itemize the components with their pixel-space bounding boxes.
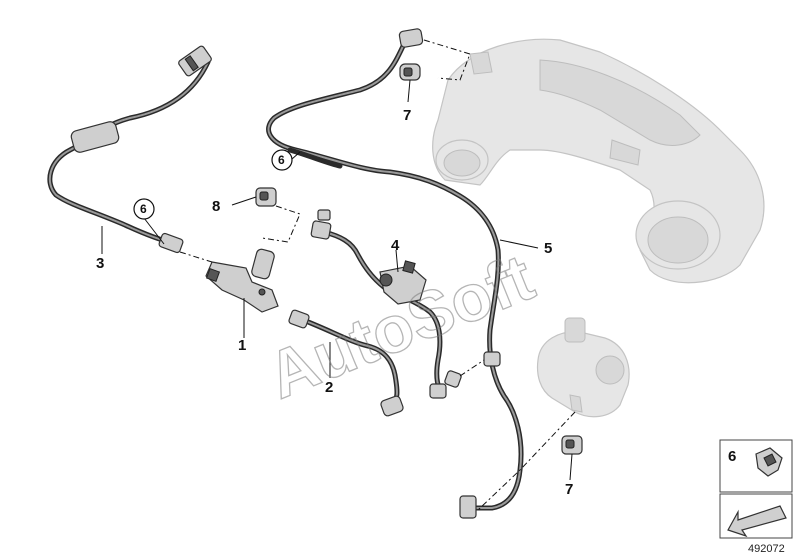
clamp-7-top — [399, 63, 421, 81]
clamp-7-bottom — [561, 435, 583, 455]
intake-duct-ghost — [432, 38, 765, 284]
legend-number: 6 — [728, 448, 736, 465]
svg-text:6: 6 — [140, 202, 147, 216]
legend-box: 6 — [719, 439, 793, 493]
orientation-box — [719, 493, 793, 539]
component-4 — [379, 260, 427, 305]
hose-2 — [288, 209, 447, 417]
arrow-icon — [727, 505, 787, 538]
document-number: 492072 — [748, 543, 785, 555]
label-3: 3 — [96, 255, 104, 272]
svg-text:6: 6 — [278, 153, 285, 167]
label-2: 2 — [325, 379, 333, 396]
label-5: 5 — [544, 240, 552, 257]
label-7-top: 7 — [403, 107, 411, 124]
clamp-detail-icon — [763, 453, 777, 467]
clamp-8 — [255, 187, 277, 207]
component-1 — [205, 248, 279, 313]
hose-3 — [47, 45, 212, 254]
leader-lines — [101, 79, 573, 481]
valve-ghost — [536, 317, 630, 418]
circled-ref-6-a: 6 — [133, 198, 155, 220]
assembly-lines — [179, 39, 576, 511]
label-8: 8 — [212, 198, 220, 215]
label-1: 1 — [238, 337, 246, 354]
label-4: 4 — [391, 237, 400, 254]
circled-ref-6-b: 6 — [271, 149, 293, 171]
label-7-bottom: 7 — [565, 481, 573, 498]
hose-5 — [266, 28, 524, 519]
